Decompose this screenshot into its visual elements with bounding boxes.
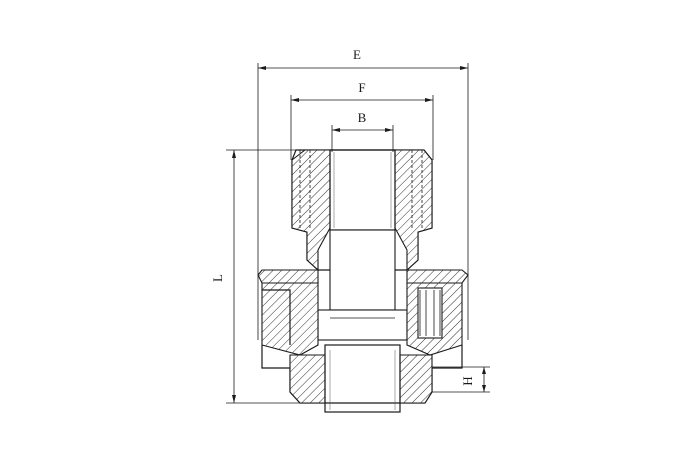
dimension-e: E	[257, 47, 469, 340]
dimension-label-l: L	[210, 274, 225, 282]
dimension-l: L	[210, 149, 300, 404]
lower-housing	[261, 282, 463, 356]
bottom-nut	[261, 344, 463, 413]
flange-ring	[257, 269, 469, 284]
dimension-f: F	[290, 80, 434, 160]
upper-nut	[291, 149, 433, 272]
dimension-label-f: F	[358, 80, 365, 95]
dimension-label-e: E	[353, 47, 361, 62]
center-stem	[317, 229, 408, 341]
dimension-label-b: B	[358, 110, 367, 125]
dimension-label-h: H	[460, 376, 475, 385]
dimension-b: B	[331, 110, 394, 152]
